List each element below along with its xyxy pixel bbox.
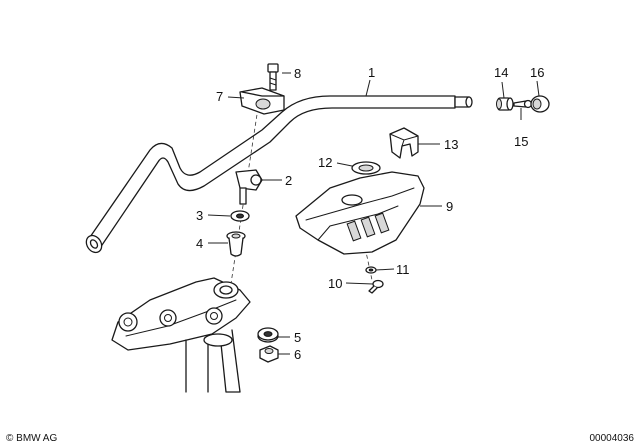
end-cap-14	[496, 97, 514, 111]
nut-6	[259, 345, 279, 363]
callout-2: 2	[285, 173, 292, 188]
callout-15: 15	[514, 134, 528, 149]
callout-3: 3	[196, 208, 203, 223]
clamp-7	[239, 87, 285, 115]
callout-7: 7	[216, 89, 223, 104]
callout-11: 11	[396, 262, 410, 277]
grommet-12	[351, 161, 381, 175]
callout-12: 12	[318, 155, 332, 170]
callout-6: 6	[294, 347, 301, 362]
callout-13: 13	[444, 137, 458, 152]
callout-10: 10	[328, 276, 342, 291]
callout-9: 9	[446, 199, 453, 214]
fork-bridge	[111, 277, 251, 393]
end-weight-16	[530, 95, 550, 113]
callout-5: 5	[294, 330, 301, 345]
cover-9	[295, 171, 425, 255]
handlebar	[85, 95, 473, 254]
washer-5	[257, 327, 279, 343]
callout-8: 8	[294, 66, 301, 81]
washer-11	[365, 266, 377, 274]
screw-15	[513, 99, 533, 109]
diagram-reference-number: 00004036	[589, 433, 635, 444]
callout-16: 16	[530, 65, 544, 80]
riser-bolt-2	[235, 169, 263, 205]
callout-4: 4	[196, 236, 203, 251]
leader-lines	[207, 72, 540, 355]
copyright-label: © BMW AG	[6, 433, 58, 444]
callout-1: 1	[368, 65, 375, 80]
washer-3	[230, 210, 250, 222]
bolt-8	[267, 63, 279, 91]
bushing-4	[226, 231, 246, 257]
clip-13	[389, 127, 419, 159]
callout-14: 14	[494, 65, 508, 80]
screw-10	[368, 279, 384, 294]
